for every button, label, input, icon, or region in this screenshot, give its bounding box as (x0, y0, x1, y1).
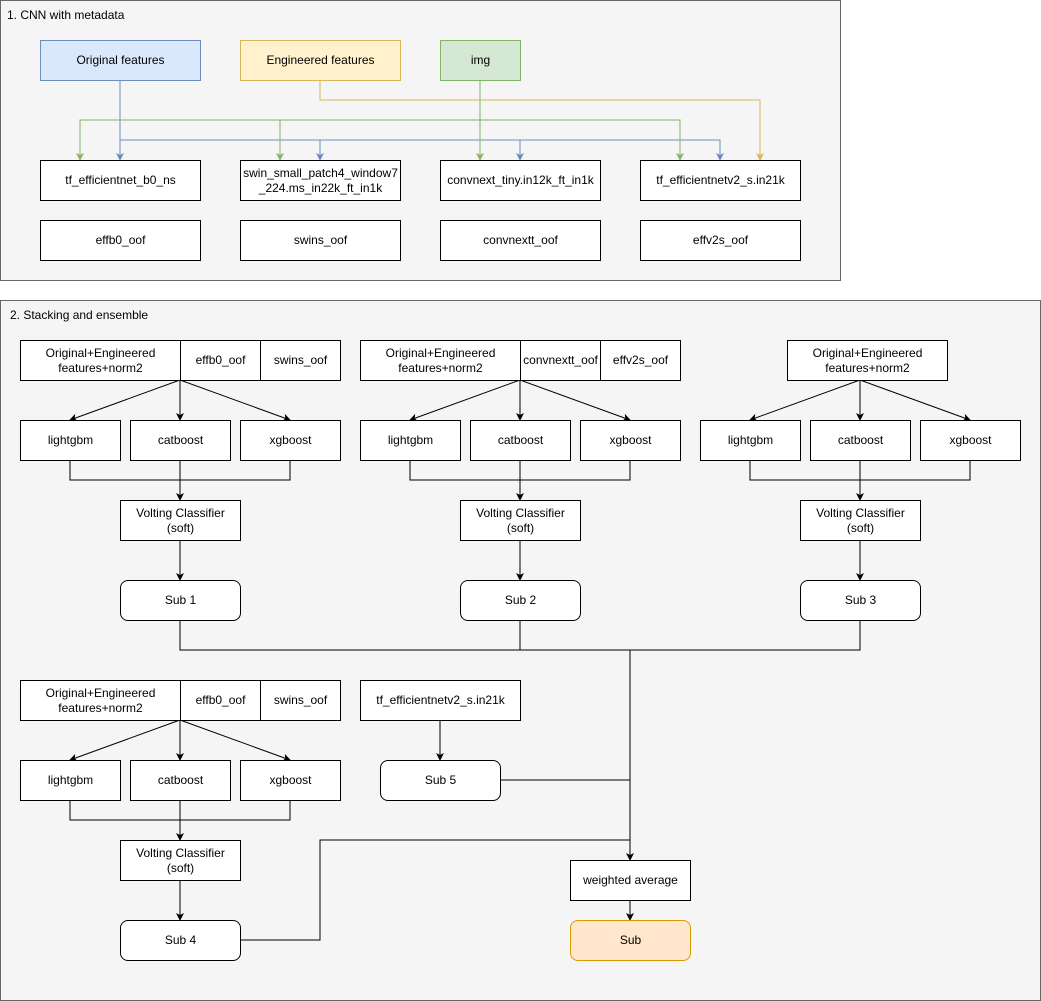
engineered-features-node[interactable]: Engineered features (240, 40, 401, 81)
panel1-title: 1. CNN with metadata (7, 8, 125, 22)
stack3-voting-classifier-node[interactable]: Volting Classifier (soft) (800, 500, 921, 541)
stack2-oof-a-node[interactable]: convnextt_oof (520, 340, 601, 381)
img-node[interactable]: img (440, 40, 521, 81)
sub-5-node[interactable]: Sub 5 (380, 760, 501, 801)
stack2-catboost-node[interactable]: catboost (470, 420, 571, 461)
stack3-catboost-node[interactable]: catboost (810, 420, 911, 461)
stack4-features-node[interactable]: Original+Engineered features+norm2 (20, 680, 181, 721)
stack2-features-node[interactable]: Original+Engineered features+norm2 (360, 340, 521, 381)
stack5-model-node[interactable]: tf_efficientnetv2_s.in21k (360, 680, 521, 721)
stack1-xgboost-node[interactable]: xgboost (240, 420, 341, 461)
oof-effb0-node[interactable]: effb0_oof (40, 220, 201, 261)
stack1-voting-classifier-node[interactable]: Volting Classifier (soft) (120, 500, 241, 541)
stack1-oof-b-node[interactable]: swins_oof (260, 340, 341, 381)
stack3-lightgbm-node[interactable]: lightgbm (700, 420, 801, 461)
stack4-lightgbm-node[interactable]: lightgbm (20, 760, 121, 801)
stack1-catboost-node[interactable]: catboost (130, 420, 231, 461)
model-efficientnetv2-s-node[interactable]: tf_efficientnetv2_s.in21k (640, 160, 801, 201)
stack4-oof-b-node[interactable]: swins_oof (260, 680, 341, 721)
stack4-voting-classifier-node[interactable]: Volting Classifier (soft) (120, 840, 241, 881)
model-swin-small-node[interactable]: swin_small_patch4_window7 _224.ms_in22k_… (240, 160, 401, 201)
sub-3-node[interactable]: Sub 3 (800, 580, 921, 621)
stack2-oof-b-node[interactable]: effv2s_oof (600, 340, 681, 381)
stack4-xgboost-node[interactable]: xgboost (240, 760, 341, 801)
stack3-xgboost-node[interactable]: xgboost (920, 420, 1021, 461)
stack2-voting-classifier-node[interactable]: Volting Classifier (soft) (460, 500, 581, 541)
panel2-title: 2. Stacking and ensemble (10, 308, 149, 322)
stack2-xgboost-node[interactable]: xgboost (580, 420, 681, 461)
weighted-average-node[interactable]: weighted average (570, 860, 691, 901)
stack1-lightgbm-node[interactable]: lightgbm (20, 420, 121, 461)
oof-effv2s-node[interactable]: effv2s_oof (640, 220, 801, 261)
model-convnext-tiny-node[interactable]: convnext_tiny.in12k_ft_in1k (440, 160, 601, 201)
stack2-lightgbm-node[interactable]: lightgbm (360, 420, 461, 461)
oof-convnextt-node[interactable]: convnextt_oof (440, 220, 601, 261)
sub-1-node[interactable]: Sub 1 (120, 580, 241, 621)
sub-4-node[interactable]: Sub 4 (120, 920, 241, 961)
stack3-features-node[interactable]: Original+Engineered features+norm2 (787, 340, 948, 381)
stack1-features-node[interactable]: Original+Engineered features+norm2 (20, 340, 181, 381)
stack1-oof-a-node[interactable]: effb0_oof (180, 340, 261, 381)
final-sub-node[interactable]: Sub (570, 920, 691, 961)
stack4-catboost-node[interactable]: catboost (130, 760, 231, 801)
panel-stacking-and-ensemble (0, 300, 1041, 1001)
original-features-node[interactable]: Original features (40, 40, 201, 81)
oof-swins-node[interactable]: swins_oof (240, 220, 401, 261)
model-efficientnet-b0-node[interactable]: tf_efficientnet_b0_ns (40, 160, 201, 201)
sub-2-node[interactable]: Sub 2 (460, 580, 581, 621)
stack4-oof-a-node[interactable]: effb0_oof (180, 680, 261, 721)
